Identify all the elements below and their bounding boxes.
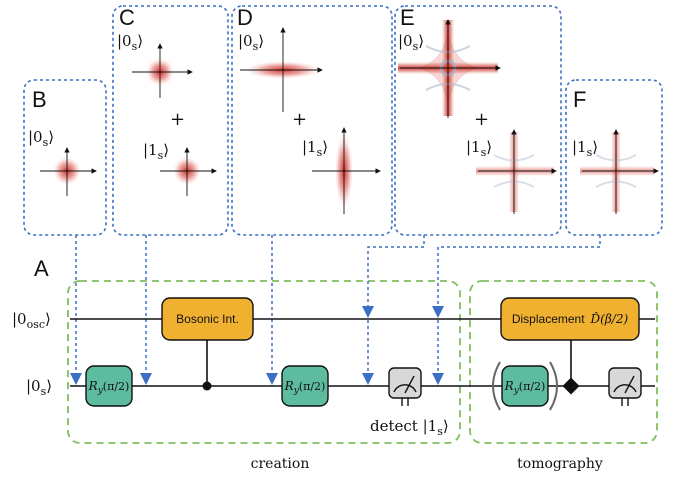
panel-d: |0s⟩ + |1s⟩ [238,27,381,214]
panels [23,5,663,236]
panel-letter-a: A [34,256,49,281]
creation-region [67,280,461,444]
ket-one-s: |1s⟩ [572,138,598,159]
panel-letter-c: C [119,5,135,30]
control-dot [202,381,212,391]
control-diamond [562,377,580,395]
creation-label: creation [251,456,310,472]
tomography-region [469,280,658,444]
detect-label: detect |1s⟩ [370,417,449,438]
ket-one-s: |1s⟩ [302,138,328,159]
panel-letter-f: F [573,87,586,112]
oscillator-ket-label: |0osc⟩ [12,310,51,331]
panel-e-frame [394,5,562,236]
ry-label: Ry(π/2) [88,379,130,396]
optional-bracket-right [549,361,558,411]
panel-f: |1s⟩ [572,129,659,214]
ry-gate-1[interactable]: Ry(π/2) [85,365,133,407]
plus-sign: + [170,109,185,130]
tomography-label: tomography [517,456,603,472]
panel-e: |0s⟩ + |1s⟩ [398,19,557,214]
ket-zero-s: |0s⟩ [238,32,264,53]
bosonic-label: Bosonic Int. [176,312,239,326]
ry-label: Ry(π/2) [504,379,546,396]
panel-letter-b: B [32,87,47,112]
panel-d-frame [231,5,393,236]
bosonic-interaction-gate[interactable]: Bosonic Int. [161,297,254,341]
panel-letter-e: E [400,5,415,30]
panel-b-frame [23,79,107,236]
panel-c: |0s⟩ + |1s⟩ [117,32,217,196]
ry-gate-3[interactable]: Ry(π/2) [492,361,558,411]
ry-label: Ry(π/2) [284,379,326,396]
ket-one-s: |1s⟩ [143,141,169,162]
connector-f-osc [432,235,601,318]
panel-letter-d: D [237,5,253,30]
plus-sign: + [474,109,489,130]
panel-b: |0s⟩ [28,128,97,196]
ket-zero-s: |0s⟩ [398,32,424,53]
qubit-ket-label: |0s⟩ [26,377,52,398]
ket-zero-s: |0s⟩ [28,128,54,149]
optional-bracket-left [492,361,501,411]
plus-sign: + [292,109,307,130]
ket-zero-s: |0s⟩ [117,32,143,53]
measurement-meter-2[interactable] [608,367,642,406]
ket-one-s: |1s⟩ [466,138,492,159]
panel-f-frame [565,79,663,236]
measurement-meter-1[interactable] [388,367,422,406]
connector-e-osc [362,235,425,318]
ry-gate-2[interactable]: Ry(π/2) [281,365,329,407]
star-state-small [580,132,654,212]
